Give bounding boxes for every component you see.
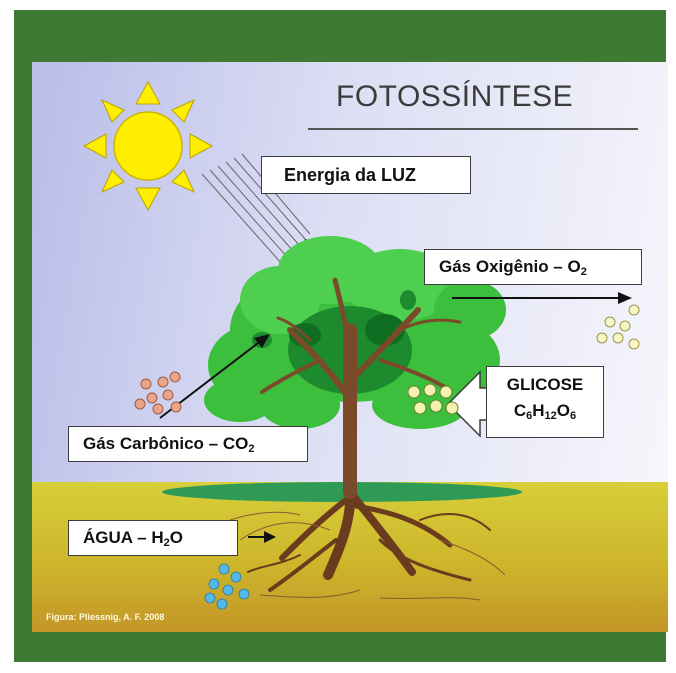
water-label: ÁGUA – H2O [68,520,238,556]
figure-credit: Figura: Pliessnig, A. F. 2008 [46,612,165,622]
glucose-h: H [532,401,545,420]
glucose-o: O [556,401,571,420]
title-underline [308,128,638,130]
o2-bubbles [596,304,640,350]
oxygen-subscript: 2 [580,266,587,278]
carbon-dioxide-label: Gás Carbônico – CO2 [68,426,308,462]
co2-subscript: 2 [248,443,255,455]
glucose-name: GLICOSE [506,375,584,394]
glucose-c: C [513,401,527,420]
glucose-label: GLICOSE C6H12O6 [486,366,604,438]
glucose-c-sub: 6 [526,410,533,422]
water-arrow [248,531,276,543]
light-energy-label: Energia da LUZ [261,156,471,194]
glucose-formula: C6H12O6 [487,401,603,422]
water-drops [204,563,250,610]
sun-icon [82,80,214,212]
co2-bubbles [134,371,182,415]
tree-roots [247,485,491,592]
glucose-h-sub: 12 [544,410,557,422]
glucose-o-sub: 6 [570,410,577,422]
water-pool [162,482,522,502]
co2-text: Gás Carbônico – CO [83,434,249,453]
water-tail: O [169,528,183,547]
diagram-title: FOTOSSÍNTESE [336,80,574,113]
tree-trunk [260,277,462,499]
light-rays [201,153,311,265]
oxygen-label: Gás Oxigênio – O2 [424,249,642,285]
glucose-bubbles [407,383,459,415]
oxygen-text: Gás Oxigênio – O [439,257,581,276]
water-text: ÁGUA – H [83,528,164,547]
water-subscript: 2 [163,537,170,549]
o2-arrow [452,292,632,304]
